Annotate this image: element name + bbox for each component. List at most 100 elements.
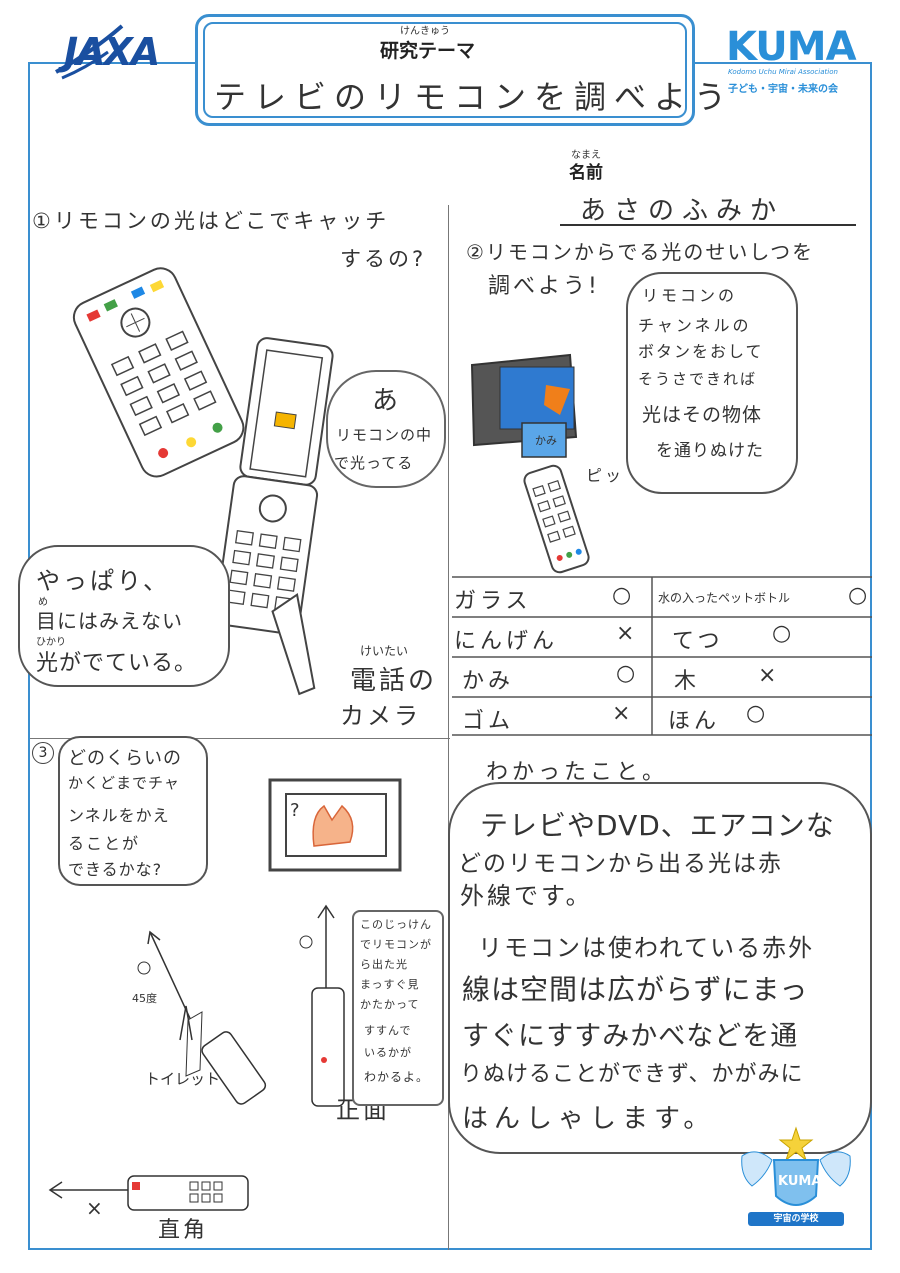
note2-line6: を通りぬけた: [656, 441, 764, 461]
table-result2: ×: [758, 663, 781, 688]
table-item2: てつ: [672, 629, 724, 654]
note-light-passes: リモコンの チャンネルの ボタンをおして そうさできれば 光はその物体 を通りぬ…: [626, 272, 798, 494]
kuma-logo: KUMA Kodomo Uchu Mirai Association 子ども・宇…: [722, 24, 862, 98]
findings-line4: リモコンは使われている赤外: [478, 934, 815, 962]
findings-line3: 外線です。: [460, 882, 593, 910]
note3-line4: まっすぐ見: [360, 978, 420, 991]
bubble3-line4: ることが: [68, 834, 141, 853]
findings-heading: わかったこと。: [486, 760, 669, 785]
bubble-b-ruby1: め: [38, 597, 48, 608]
remote-control-drawing: [72, 267, 245, 478]
vertical-divider: [448, 205, 449, 1250]
table-item2: ほん: [668, 709, 721, 734]
note3-line1: このじっけん: [360, 918, 432, 931]
bubble3-line2: かくどまでチャ: [68, 774, 180, 792]
emblem-text: KUMA: [778, 1174, 822, 1189]
section1-heading-2: するの?: [340, 247, 427, 271]
jaxa-swoosh-icon: [55, 24, 124, 80]
emblem-shield-icon: [741, 1126, 851, 1206]
flip-phone-drawing: [214, 337, 334, 696]
bubble-light-inside: あ リモコンの中 で光ってる: [326, 370, 446, 488]
results-table: ガラス ○ 水の入ったペットボトル ○ にんげん × てつ ○ かみ ○ 木 ×…: [452, 575, 872, 737]
name-ruby: なまえ: [571, 150, 601, 161]
note2-line1: リモコンの: [642, 286, 738, 305]
drawing-beep-text: ピッ: [586, 466, 625, 485]
findings-line5: 線は空間は広がらずにまっ: [462, 973, 809, 1006]
note3-line8: わかるよ。: [364, 1070, 430, 1084]
table-item: にんげん: [454, 629, 559, 654]
cross-mark: ×: [86, 1196, 106, 1220]
right-angle-label: 直角: [158, 1218, 209, 1243]
right-angle-diagram: [48, 1175, 249, 1211]
table-result: ○: [612, 583, 636, 608]
bubble-b-line2: 目にはみえない: [36, 609, 183, 633]
note2-line3: ボタンをおして: [638, 342, 764, 361]
table-item: ガラス: [454, 589, 532, 614]
name-label: 名前: [569, 163, 603, 183]
bubble-a-line1: リモコンの中: [336, 426, 433, 444]
bubble-invisible-light: やっぱり、 め 目にはみえない ひかり 光がでている。: [18, 545, 230, 687]
note3-line2: でリモコンが: [360, 938, 432, 951]
note3-line6: すすんで: [364, 1024, 412, 1037]
small-remote-drawing: [523, 464, 590, 574]
table-item2: 水の入ったペットボトル: [658, 591, 791, 605]
kuma-subtitle: Kodomo Uchu Mirai Association: [728, 68, 838, 76]
table-item: ゴム: [462, 709, 515, 734]
table-result2: ○: [772, 621, 796, 646]
bubble3-line3: ンネルをかえ: [68, 806, 170, 825]
bubble3-line5: できるかな?: [68, 860, 163, 879]
table-result: ×: [612, 701, 635, 726]
toilet-label: トイレット: [145, 1070, 221, 1088]
school-label: 宇宙の学校: [748, 1212, 844, 1226]
section3-number: 3: [32, 742, 54, 764]
section2-heading-2: 調べよう!: [488, 274, 600, 299]
results-table-lines: [452, 576, 872, 736]
theme-label: 研究テーマ: [380, 40, 476, 62]
table-result: ○: [616, 661, 640, 686]
bubble-b-line1: やっぱり、: [36, 567, 171, 595]
drawing-paper-label: かみ: [535, 434, 557, 447]
horizontal-divider-left: [30, 738, 450, 739]
bubble-a-line2: で光ってる: [334, 454, 414, 472]
findings-line8: はんしゃします。: [462, 1104, 716, 1134]
bubble-b-line3: 光がでている。: [36, 651, 198, 676]
findings-line2: どのリモコンから出る光は赤: [458, 851, 783, 877]
table-result2: ○: [746, 701, 770, 726]
phone-label-line1: 電話の: [350, 666, 438, 696]
table-result2: ○: [848, 583, 872, 608]
tv-drawing: [268, 778, 402, 872]
theme-box-inner: [203, 22, 687, 118]
note2-line5: 光はその物体: [642, 404, 763, 426]
note2-line4: そうさできれば: [638, 370, 758, 388]
note3-line5: かたかって: [360, 998, 420, 1011]
table-result: ×: [616, 621, 639, 646]
findings-line6: すぐにすすみかべなどを通: [462, 1021, 799, 1052]
name-value: あさのふみか: [580, 196, 785, 226]
bubble-a-mark: あ: [372, 386, 402, 416]
phone-ruby: けいたい: [359, 644, 408, 658]
table-item2: 木: [674, 669, 701, 694]
bubble3-line1: どのくらいの: [68, 748, 182, 769]
findings-cloud: テレビやDVD、エアコンな どのリモコンから出る光は赤 外線です。 リモコンは使…: [448, 782, 872, 1154]
bubble-angle-question: どのくらいの かくどまでチャ ンネルをかえ ることが できるかな?: [58, 736, 208, 886]
section2-heading: ②リモコンからでる光のせいしつを: [466, 240, 815, 264]
front-diagram: [299, 904, 345, 1107]
note2-line2: チャンネルの: [638, 316, 752, 335]
table-item: かみ: [462, 669, 515, 694]
kuma-emblem: KUMA 宇宙の学校: [736, 1126, 856, 1232]
tv-paper-drawing: [470, 353, 578, 458]
phone-label-line2: カメラ: [340, 702, 421, 730]
kuma-tagline: 子ども・宇宙・未来の会: [728, 84, 838, 95]
angle-label: 45度: [132, 992, 157, 1005]
theme-box-outer: [195, 14, 695, 126]
note3-line7: いるかが: [364, 1046, 412, 1059]
jaxa-logo-text: JAXA: [64, 30, 160, 74]
section1-heading: ①リモコンの光はどこでキャッチ: [32, 209, 390, 233]
findings-line7: りぬけることができず、かがみに: [460, 1062, 804, 1087]
theme-ruby: けんきゅう: [400, 26, 450, 37]
tv-question-mark: ?: [290, 800, 303, 821]
kuma-logo-text: KUMA: [726, 24, 857, 70]
findings-line1: テレビやDVD、エアコンな: [480, 809, 835, 842]
bubble-b-ruby2: ひかり: [36, 637, 66, 648]
name-underline: [560, 224, 856, 226]
